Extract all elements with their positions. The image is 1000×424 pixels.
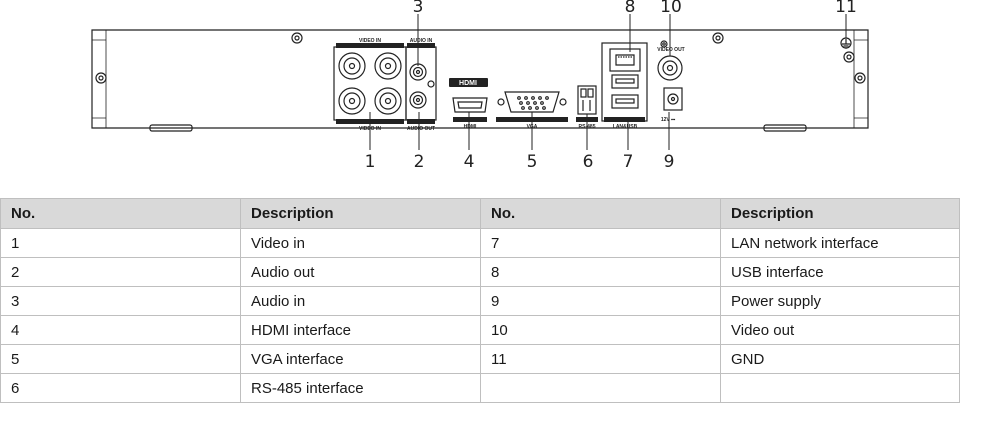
port-description-table: No. Description No. Description 1 Video … — [0, 198, 960, 403]
callout-4: 4 — [464, 152, 475, 172]
label-lan-usb: LAN&USB — [613, 124, 638, 130]
label-power: 12V ⎓ — [661, 117, 675, 123]
table-cell: 5 — [0, 344, 241, 374]
table-cell: 3 — [0, 286, 241, 316]
table-cell: 7 — [480, 228, 721, 258]
power-jack-icon — [663, 87, 683, 111]
table-cell: 6 — [0, 373, 241, 403]
header-description-right: Description — [720, 198, 960, 229]
label-video-out: VIDEO OUT — [657, 47, 685, 53]
rear-panel-diagram: VIDEO IN AUDIO IN VIDEO IN AUDIO OUT HDM… — [0, 0, 1000, 190]
hdmi-port-icon — [452, 97, 488, 113]
video-in-block — [333, 46, 407, 121]
table-cell: 11 — [480, 344, 721, 374]
table-cell: RS-485 interface — [240, 373, 481, 403]
table-row: 6 RS-485 interface — [0, 373, 960, 403]
table-cell: USB interface — [720, 257, 960, 287]
table-cell: 1 — [0, 228, 241, 258]
table-row: 4 HDMI interface 10 Video out — [0, 315, 960, 345]
table-cell: Video out — [720, 315, 960, 345]
chassis-outline — [91, 29, 869, 129]
table-header-row: No. Description No. Description — [0, 198, 960, 229]
callout-2: 2 — [414, 152, 425, 172]
header-no-right: No. — [480, 198, 721, 229]
callout-3: 3 — [413, 0, 424, 17]
table-cell — [480, 373, 721, 403]
callout-1: 1 — [365, 152, 376, 172]
table-cell: Audio out — [240, 257, 481, 287]
table-row: 5 VGA interface 11 GND — [0, 344, 960, 374]
callout-10: 10 — [660, 0, 682, 17]
panel-labels: VIDEO IN AUDIO IN VIDEO IN AUDIO OUT HDM… — [359, 38, 685, 132]
table-cell: 8 — [480, 257, 721, 287]
usb-port-icon — [611, 74, 639, 109]
table-cell: 2 — [0, 257, 241, 287]
table-row: 3 Audio in 9 Power supply — [0, 286, 960, 316]
lan-port-icon — [609, 48, 641, 72]
callout-11: 11 — [835, 0, 857, 17]
callout-numbers: 3 8 10 11 1 2 4 5 6 7 9 — [365, 0, 857, 172]
hdmi-logo: HDMI — [459, 80, 477, 87]
foot-left — [149, 124, 193, 132]
table-cell: GND — [720, 344, 960, 374]
table-row: 1 Video in 7 LAN network interface — [0, 228, 960, 258]
callout-7: 7 — [623, 152, 634, 172]
label-video-in-top: VIDEO IN — [359, 38, 381, 44]
vga-port-icon — [497, 91, 567, 113]
callout-8: 8 — [625, 0, 636, 17]
table-cell: Power supply — [720, 286, 960, 316]
callout-6: 6 — [583, 152, 594, 172]
table-cell: 9 — [480, 286, 721, 316]
header-no-left: No. — [0, 198, 241, 229]
label-audio-out: AUDIO OUT — [407, 126, 435, 132]
callout-9: 9 — [664, 152, 675, 172]
label-video-in-bottom: VIDEO IN — [359, 126, 381, 132]
table-cell: 10 — [480, 315, 721, 345]
callout-lines — [369, 14, 847, 150]
table-row: 2 Audio out 8 USB interface — [0, 257, 960, 287]
table-cell: Audio in — [240, 286, 481, 316]
table-cell: 4 — [0, 315, 241, 345]
table-cell: LAN network interface — [720, 228, 960, 258]
screw-icon — [95, 32, 866, 84]
gnd-icon — [840, 37, 852, 49]
bnc-video-in-icon — [338, 52, 402, 115]
table-cell: Video in — [240, 228, 481, 258]
table-cell — [720, 373, 960, 403]
rca-audio-icon — [409, 63, 435, 109]
label-audio-in: AUDIO IN — [410, 38, 433, 44]
foot-right — [763, 124, 807, 132]
rs485-port-icon — [577, 85, 597, 115]
callout-5: 5 — [527, 152, 538, 172]
header-description-left: Description — [240, 198, 481, 229]
label-hdmi: HDMI — [464, 124, 477, 130]
rear-panel-svg: VIDEO IN AUDIO IN VIDEO IN AUDIO OUT HDM… — [91, 0, 869, 172]
audio-block — [405, 46, 437, 121]
label-rs485: RS-485 — [579, 124, 596, 130]
table-cell: HDMI interface — [240, 315, 481, 345]
label-vga: VGA — [527, 124, 538, 130]
table-cell: VGA interface — [240, 344, 481, 374]
panel-label-bars — [336, 43, 645, 124]
